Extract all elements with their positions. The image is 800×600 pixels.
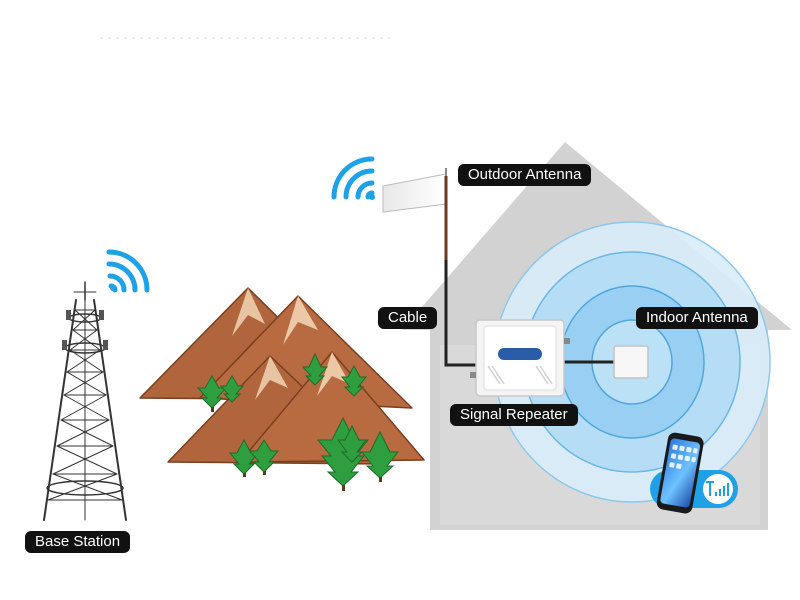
signal-repeater-device bbox=[470, 319, 570, 397]
signal-repeater-label: Signal Repeater bbox=[450, 404, 578, 426]
outdoor-antenna bbox=[382, 168, 447, 214]
cable-label: Cable bbox=[378, 307, 438, 329]
wifi-signal-icon bbox=[331, 156, 375, 200]
mobile-phone bbox=[656, 432, 704, 514]
indoor-antenna-label: Indoor Antenna bbox=[636, 307, 758, 329]
trees bbox=[196, 352, 400, 491]
wifi-signal-icon bbox=[106, 249, 150, 293]
antenna-bars-icon bbox=[706, 481, 729, 496]
outdoor-antenna-label: Outdoor Antenna bbox=[458, 164, 592, 186]
base-station-label: Base Station bbox=[25, 531, 131, 553]
base-station-tower bbox=[43, 281, 127, 521]
indoor-antenna bbox=[613, 345, 649, 379]
